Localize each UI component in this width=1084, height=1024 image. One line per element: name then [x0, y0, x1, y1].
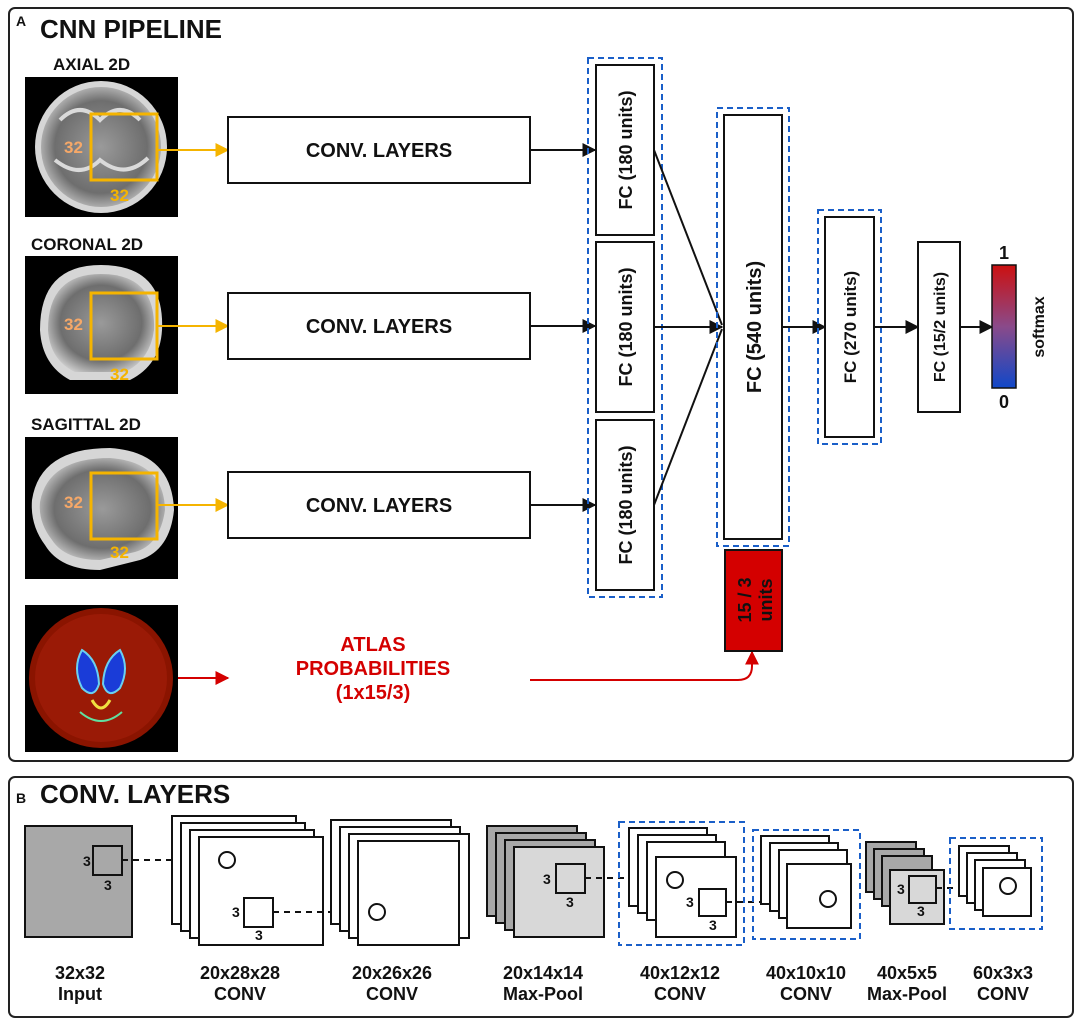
coronal-conv-label: CONV. LAYERS: [306, 316, 452, 338]
pool2-kernel-size-bottom: 3: [917, 903, 925, 919]
fc180-sagittal-connector: [653, 328, 723, 506]
panel-b: B CONV. LAYERS 3 3 3 3: [8, 776, 1074, 1018]
input-kernel-size-bottom: 3: [104, 877, 112, 893]
fc180-sagittal-label: FC (180 units): [616, 445, 636, 564]
conv3-dashed-group: [618, 821, 745, 946]
atlas-units-line1: 15 / 3: [735, 577, 755, 622]
sagittal-size-bottom: 32: [110, 543, 129, 562]
panel-a-title: CNN PIPELINE: [40, 14, 222, 44]
sagittal-conv-block: [227, 471, 531, 539]
fc270-label: FC (270 units): [841, 271, 860, 383]
layer-caption-dims-conv2: 20x26x26: [352, 963, 432, 983]
sagittal-conv-label: CONV. LAYERS: [306, 495, 452, 517]
atlas-image: [25, 605, 178, 752]
layer-caption-type-pool1: Max-Pool: [503, 984, 583, 1004]
layer-caption-dims-input: 32x32: [55, 963, 105, 983]
axial-conv-label: CONV. LAYERS: [306, 140, 452, 162]
layer-caption-type-conv2: CONV: [366, 984, 418, 1004]
atlas-label-line2: PROBABILITIES: [296, 658, 450, 680]
layer-caption-type-conv3: CONV: [654, 984, 706, 1004]
fc180-coronal-box: [595, 241, 655, 413]
conv2-stack: [330, 819, 470, 946]
fc-out-label: FC (15/2 units): [932, 272, 949, 382]
conv4-output-point: [819, 890, 837, 908]
conv3-output-point: [666, 871, 684, 889]
conv1-kernel: [243, 897, 274, 928]
conv4-dashed-group: [752, 829, 861, 940]
pool1-kernel-size-bottom: 3: [566, 894, 574, 910]
pool2-stack: [865, 841, 945, 925]
layer-caption-dims-conv4: 40x10x10: [766, 963, 846, 983]
pool1-stack: [486, 825, 605, 938]
layer-caption-type-conv5: CONV: [977, 984, 1029, 1004]
fc540-label: FC (540 units): [744, 261, 766, 393]
coronal-size-left: 32: [64, 315, 83, 334]
axial-mri-image: 32 32: [25, 77, 178, 217]
conv1-kernel-size-left: 3: [232, 904, 240, 920]
sagittal-mri-image: 32 32: [25, 437, 178, 579]
conv1-kernel-size-bottom: 3: [255, 927, 263, 943]
fc270-box: [824, 216, 875, 438]
softmax-max-label: 1: [999, 243, 1009, 263]
axial-view-label: AXIAL 2D: [53, 55, 130, 74]
layer-caption-dims-conv1: 20x28x28: [200, 963, 280, 983]
panel-a: A CNN PIPELINE AXIAL 2D 32 32 CONV. LAYE…: [8, 7, 1074, 762]
layer-caption-type-pool2: Max-Pool: [867, 984, 947, 1004]
fc-out-box: [917, 241, 961, 413]
panel-a-frame: [8, 7, 1074, 762]
softmax-min-label: 0: [999, 392, 1009, 412]
layer-caption-type-input: Input: [58, 984, 102, 1004]
softmax-colorbar: [991, 264, 1017, 389]
layer-caption-type-conv4: CONV: [780, 984, 832, 1004]
layer-caption-dims-conv5: 60x3x3: [973, 963, 1033, 983]
panel-a-letter: A: [16, 13, 26, 29]
panel-b-frame: [8, 776, 1074, 1018]
conv2-output-point: [368, 903, 386, 921]
fc180-axial-connector: [653, 149, 723, 326]
atlas-units-line2: units: [756, 579, 776, 622]
panel-b-title: CONV. LAYERS: [40, 779, 230, 809]
coronal-conv-block: [227, 292, 531, 360]
conv3-kernel-size-bottom: 3: [709, 917, 717, 933]
conv1-output-point: [218, 851, 236, 869]
axial-conv-block: [227, 116, 531, 184]
conv3-kernel-size-left: 3: [686, 894, 694, 910]
fc180-coronal-label: FC (180 units): [616, 267, 636, 386]
conv5-stack: [958, 845, 1032, 917]
coronal-view-label: CORONAL 2D: [31, 235, 143, 254]
softmax-label: softmax: [1031, 296, 1048, 357]
pool1-kernel-size-left: 3: [543, 871, 551, 887]
conv3-kernel: [698, 888, 727, 917]
input-kernel-size-left: 3: [83, 853, 91, 869]
input-square: [24, 825, 133, 938]
coronal-mri-image: 32 32: [25, 256, 178, 394]
sagittal-size-left: 32: [64, 493, 83, 512]
fc180-axial-label: FC (180 units): [616, 90, 636, 209]
conv5-output-point: [999, 877, 1017, 895]
conv4-stack: [760, 835, 852, 929]
layer-caption-dims-pool1: 20x14x14: [503, 963, 583, 983]
atlas-to-units-arrow: [530, 650, 759, 681]
axial-size-bottom: 32: [110, 186, 129, 205]
coronal-size-bottom: 32: [110, 365, 129, 384]
fc180-sagittal-box: [595, 419, 655, 591]
pool2-kernel: [908, 875, 937, 904]
pool2-kernel-size-left: 3: [897, 881, 905, 897]
layer-captions: 32x32 Input 20x28x28 CONV 20x26x26 CONV …: [55, 963, 1033, 1004]
atlas-label-line3: (1x15/3): [336, 682, 411, 704]
atlas-label-line1: ATLAS: [340, 634, 405, 656]
atlas-units-box: [724, 549, 783, 652]
layer-caption-dims-pool2: 40x5x5: [877, 963, 937, 983]
axial-size-left: 32: [64, 138, 83, 157]
layer-caption-dims-conv3: 40x12x12: [640, 963, 720, 983]
panel-b-letter: B: [16, 790, 26, 806]
conv5-dashed-group: [949, 837, 1043, 930]
layer-caption-type-conv1: CONV: [214, 984, 266, 1004]
sagittal-view-label: SAGITTAL 2D: [31, 415, 141, 434]
